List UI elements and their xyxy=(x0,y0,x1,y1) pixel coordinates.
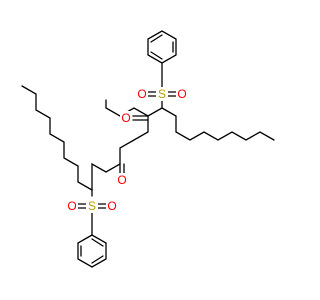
oxygen-bottom-left-label: O xyxy=(67,199,76,213)
sulfur-top-label: S xyxy=(158,87,166,101)
phenyl-ring-top xyxy=(147,30,177,64)
atom-oxygen-top-left: O xyxy=(136,87,148,101)
chemical-structure: S O O O O S O O xyxy=(21,30,275,268)
atom-oxygen-bottom-right: O xyxy=(106,199,118,213)
sulfur-bottom-label: S xyxy=(88,199,96,213)
phenyl-ring-bottom xyxy=(77,234,107,268)
sulfonyl-group-bottom xyxy=(74,189,110,236)
ketone-oxygen-bottom-label: O xyxy=(117,173,126,187)
atom-oxygen-bottom-left: O xyxy=(66,199,78,213)
oxygen-bottom-right-label: O xyxy=(107,199,116,213)
ketone-oxygen-top-label: O xyxy=(121,111,130,125)
atom-ketone-oxygen-bottom: O xyxy=(116,173,128,187)
ketone-top xyxy=(132,115,149,121)
structure-canvas: S O O O O S O O xyxy=(21,30,275,268)
oxygen-top-left-label: O xyxy=(137,87,146,101)
atom-sulfur-bottom: S xyxy=(86,199,98,213)
atom-sulfur-top: S xyxy=(156,87,168,101)
atom-oxygen-top-right: O xyxy=(176,87,188,101)
oxygen-top-right-label: O xyxy=(177,87,186,101)
carbon-chain xyxy=(21,85,275,191)
sulfonyl-group-top xyxy=(144,62,180,109)
atom-ketone-oxygen-top: O xyxy=(120,111,132,125)
